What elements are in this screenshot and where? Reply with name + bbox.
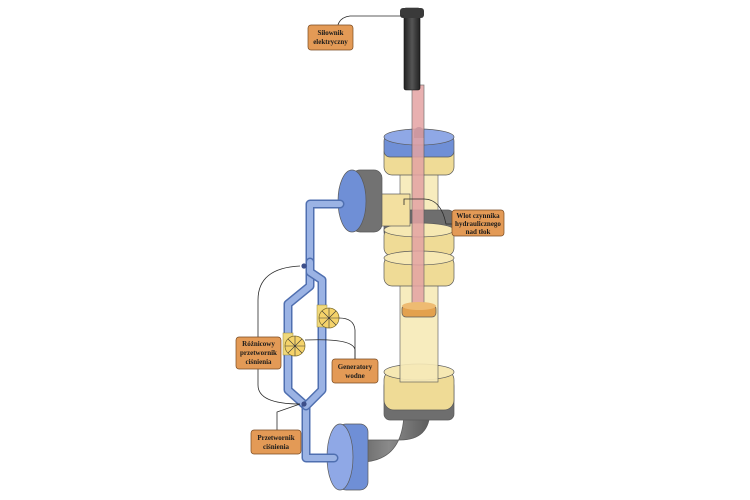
- upper-blue-flange: [337, 169, 383, 233]
- piston: [401, 302, 437, 318]
- callout-water-generators: Generatory wodne: [331, 358, 379, 384]
- water-generator-icon: [282, 332, 306, 357]
- callout-pressure-line-1: Przetwornik: [257, 434, 294, 442]
- piston-rod: [411, 84, 425, 311]
- callout-actuator-line-2: elektryczny: [313, 38, 348, 46]
- callout-pressure-line-2: ciśnienia: [263, 443, 290, 451]
- electric-actuator: [400, 7, 424, 91]
- callout-inlet-line-2: hydraulicznego: [455, 220, 501, 228]
- callout-inlet-line-3: nad tłok: [466, 228, 491, 236]
- callout-inlet-line-1: Wlot czynnika: [456, 212, 500, 220]
- blue-piping: [283, 199, 345, 463]
- callout-diff-pressure: Różnicowy przetwornik ciśnienia: [235, 336, 282, 370]
- callout-diff-line-3: ciśnienia: [245, 358, 272, 366]
- callout-pressure-sensor: Przetwornik ciśnienia: [250, 429, 302, 455]
- water-generator-icon: [316, 304, 340, 329]
- callout-diff-line-1: Różnicowy: [242, 340, 275, 348]
- lower-blue-flange: [326, 423, 369, 491]
- callout-generators-line-1: Generatory: [338, 363, 373, 371]
- callout-actuator-line-1: Siłownik: [317, 29, 343, 37]
- sensor-port-icon: [301, 263, 307, 407]
- callout-diff-line-2: przetwornik: [240, 349, 277, 357]
- callout-generators-line-2: wodne: [345, 372, 364, 380]
- callout-actuator: Siłownik elektryczny: [307, 24, 354, 51]
- callout-hydraulic-inlet: Wlot czynnika hydraulicznego nad tłok: [451, 209, 505, 237]
- leader-lines: [257, 15, 452, 430]
